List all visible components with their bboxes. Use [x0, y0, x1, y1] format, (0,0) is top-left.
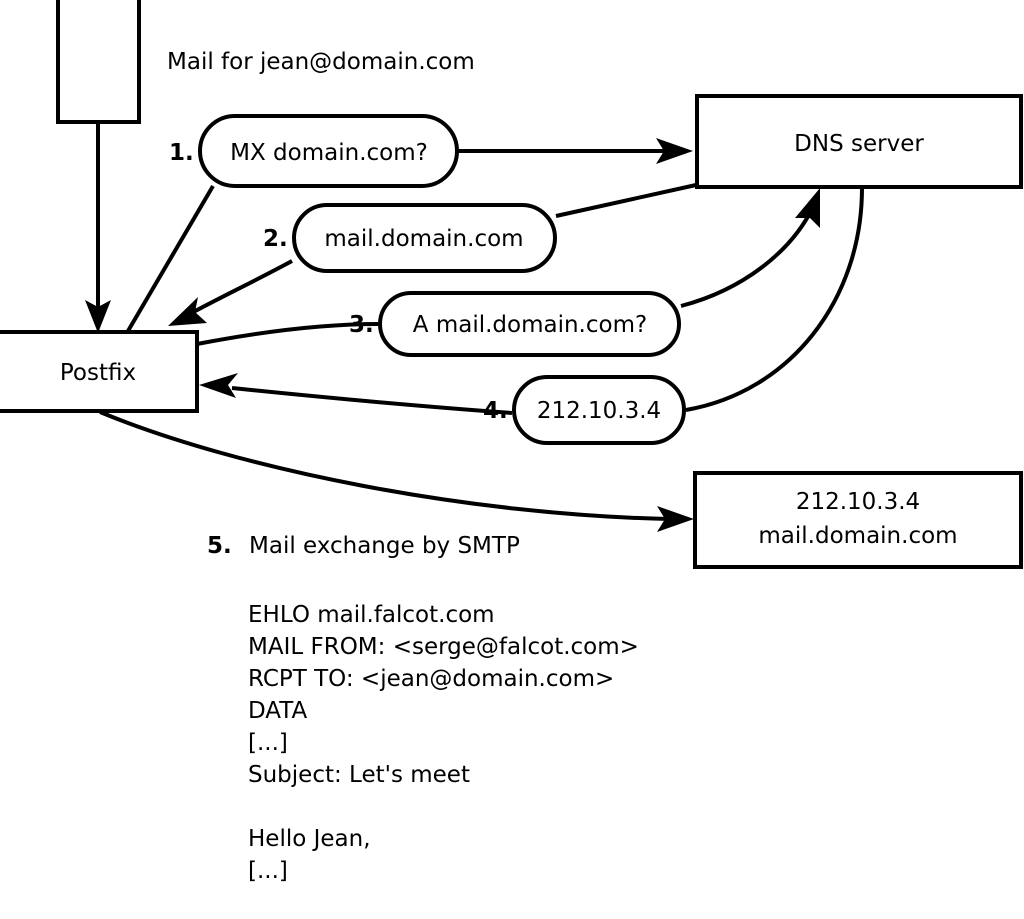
step-1-number: 1. — [169, 140, 194, 166]
step-4-label: 212.10.3.4 — [537, 398, 661, 424]
transcript-line: Subject: Let's meet — [248, 762, 470, 788]
transcript-line: RCPT TO: <jean@domain.com> — [248, 666, 614, 692]
step-2-bubble[interactable]: mail.domain.com — [292, 203, 557, 273]
transcript-line: EHLO mail.falcot.com — [248, 602, 495, 628]
edge-postfix-to-mailserver — [99, 410, 694, 532]
source-box[interactable] — [56, 0, 141, 124]
smtp-transcript: EHLO mail.falcot.com MAIL FROM: <serge@f… — [248, 602, 639, 884]
edge-dns-to-step2 — [555, 183, 697, 218]
step-2-label: mail.domain.com — [324, 226, 523, 252]
step-2-number: 2. — [263, 226, 288, 252]
mail-server-ip-label: 212.10.3.4 — [796, 489, 920, 515]
edge-step4-to-postfix — [199, 373, 513, 415]
step-1-label: MX domain.com? — [230, 140, 428, 166]
edge-dns-to-step4 — [685, 187, 864, 412]
edge-source-to-postfix — [85, 122, 111, 333]
step-3-number: 3. — [349, 312, 374, 338]
step-4-bubble[interactable]: 212.10.3.4 — [512, 375, 686, 445]
edge-step1-to-dns — [458, 138, 693, 164]
transcript-line: [...] — [248, 730, 288, 756]
mail-server-host-label: mail.domain.com — [758, 523, 957, 549]
mail-server-node[interactable]: 212.10.3.4 mail.domain.com — [693, 471, 1023, 569]
transcript-line: Hello Jean, — [248, 826, 371, 852]
edge-step2-to-postfix — [168, 259, 293, 326]
mail-for-label: Mail for jean@domain.com — [167, 49, 475, 75]
dns-server-label: DNS server — [794, 131, 924, 157]
transcript-line: DATA — [248, 698, 308, 724]
step-1-bubble[interactable]: MX domain.com? — [198, 114, 459, 188]
step-3-label: A mail.domain.com? — [413, 312, 647, 338]
step-4-number: 4. — [483, 398, 508, 424]
edge-postfix-to-step1 — [126, 184, 215, 333]
transcript-line: [...] — [248, 858, 288, 884]
edge-postfix-to-step3 — [196, 322, 379, 346]
step-5-label: Mail exchange by SMTP — [249, 533, 520, 559]
edge-step3-to-dns — [680, 188, 820, 308]
transcript-line: MAIL FROM: <serge@falcot.com> — [248, 634, 639, 660]
step-5-number: 5. — [207, 533, 232, 559]
dns-server-node[interactable]: DNS server — [695, 94, 1023, 189]
step-3-bubble[interactable]: A mail.domain.com? — [378, 291, 681, 357]
postfix-node[interactable]: Postfix — [0, 330, 199, 413]
postfix-label: Postfix — [60, 360, 136, 386]
